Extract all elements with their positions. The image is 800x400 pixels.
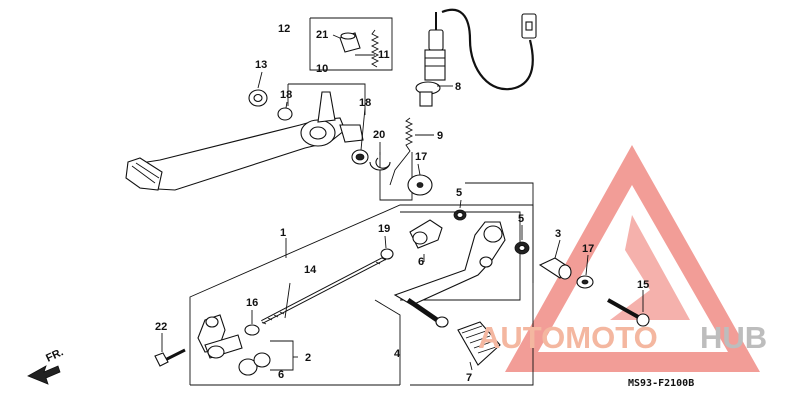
callout-22: 22 — [155, 321, 167, 333]
callout-21: 21 — [316, 29, 328, 41]
brake-light-switch — [415, 8, 537, 107]
callout-11: 11 — [378, 49, 390, 61]
upper-small-parts — [248, 29, 433, 196]
bolt-15 — [636, 313, 650, 327]
watermark-triangle — [505, 145, 760, 372]
callout-15: 15 — [637, 279, 649, 291]
spring-11 — [370, 29, 380, 68]
callout-17a: 17 — [415, 151, 427, 163]
nut-19 — [380, 248, 394, 260]
callout-5a: 5 — [456, 187, 462, 199]
callout-5b: 5 — [518, 213, 524, 225]
callout-18b: 18 — [359, 97, 371, 109]
bolt-22 — [154, 352, 169, 367]
gearshift-pedal — [393, 221, 506, 306]
callout-9: 9 — [437, 130, 443, 142]
callout-6a: 6 — [418, 256, 424, 268]
callout-1: 1 — [280, 227, 286, 239]
front-direction-arrow: FR. — [27, 346, 65, 385]
callout-13: 13 — [255, 59, 267, 71]
clip-20 — [369, 157, 391, 171]
callout-8: 8 — [455, 81, 461, 93]
brake-pedal — [125, 91, 364, 191]
callout-labels: 12 21 11 13 10 18 18 20 8 9 17 5 5 1 19 … — [155, 23, 649, 384]
callout-2: 2 — [305, 352, 311, 364]
callout-7: 7 — [466, 372, 472, 384]
watermark-text: AUTOMOTO HUB — [478, 320, 767, 355]
collar-18a — [277, 107, 293, 121]
pedal-rubber — [457, 321, 501, 366]
callout-17b: 17 — [582, 243, 594, 255]
watermark-word-a: AUTOMOTO — [478, 320, 658, 355]
shift-linkage — [154, 209, 650, 376]
spring-9 — [389, 117, 414, 186]
callout-20: 20 — [373, 129, 385, 141]
callout-18a: 18 — [280, 89, 292, 101]
watermark-logo — [505, 145, 760, 372]
callout-6b: 6 — [278, 369, 284, 381]
callout-19: 19 — [378, 223, 390, 235]
drawing-code: MS93-F2100B — [628, 378, 694, 389]
watermark-word-b: HUB — [700, 320, 767, 355]
callout-3: 3 — [555, 228, 561, 240]
callout-16: 16 — [246, 297, 258, 309]
callout-10: 10 — [316, 63, 328, 75]
callout-4: 4 — [394, 348, 401, 360]
direction-label: FR. — [44, 346, 65, 364]
nut-16 — [244, 324, 260, 336]
joint-6b — [238, 358, 258, 376]
callout-12: 12 — [278, 23, 290, 35]
watermark-inner-mark — [610, 215, 690, 320]
leader-lines — [161, 34, 644, 371]
callout-14: 14 — [304, 264, 317, 276]
